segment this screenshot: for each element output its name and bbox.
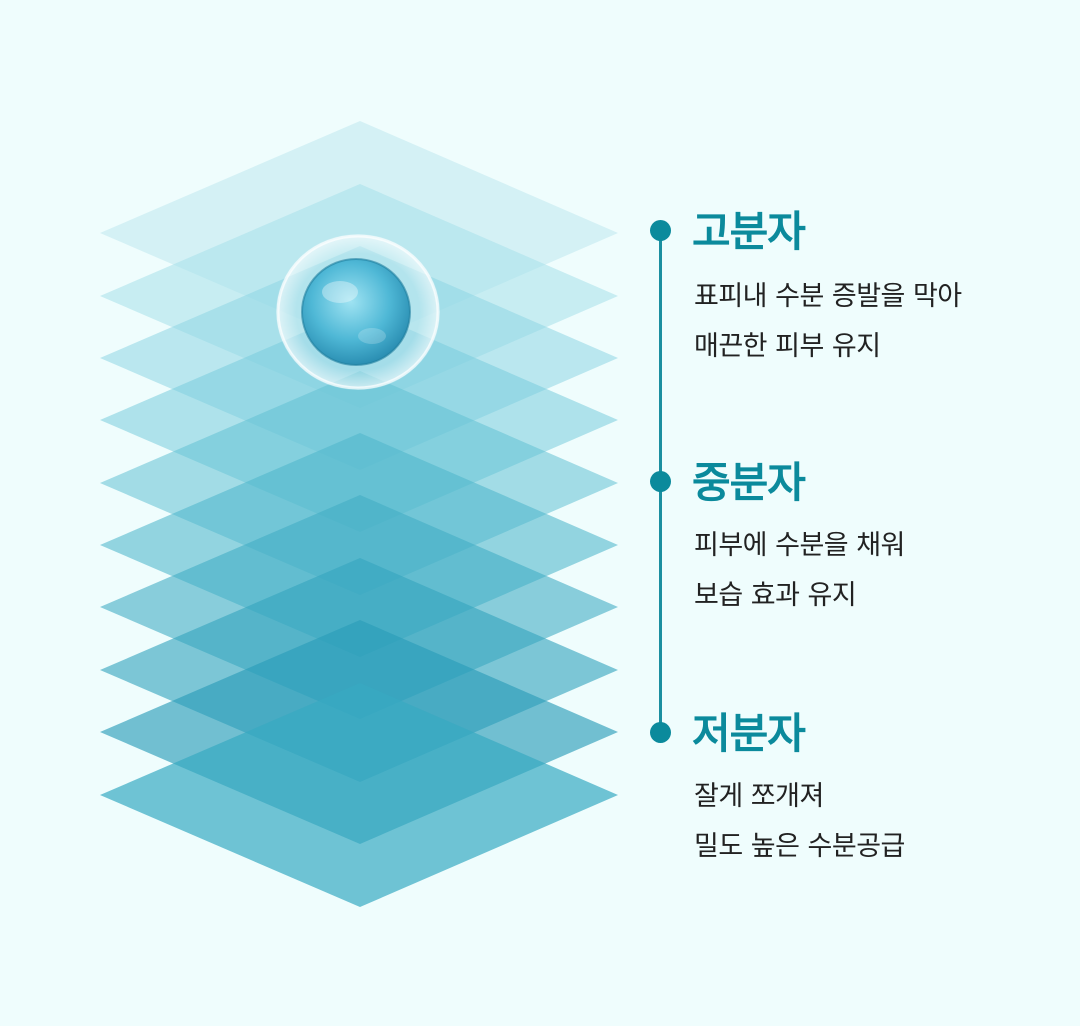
- timeline-dot-1: [650, 220, 671, 241]
- timeline-dot-3: [650, 722, 671, 743]
- molecule-bubble: [276, 234, 440, 390]
- medium-molecule-description: 피부에 수분을 채워 보습 효과 유지: [694, 521, 905, 621]
- layer-10: [100, 683, 618, 907]
- low-molecule-line-1: 잘게 쪼개져: [694, 781, 824, 812]
- low-molecule-title: 저분자: [692, 709, 806, 758]
- low-molecule-description: 잘게 쪼개져 밀도 높은 수분공급: [694, 772, 905, 872]
- high-molecule-description: 표피내 수분 증발을 막아 매끈한 피부 유지: [694, 272, 962, 372]
- medium-molecule-line-1: 피부에 수분을 채워: [694, 530, 905, 561]
- high-molecule-line-2: 매끈한 피부 유지: [694, 331, 881, 362]
- low-molecule-line-2: 밀도 높은 수분공급: [694, 831, 905, 862]
- medium-molecule-title: 중분자: [692, 458, 806, 507]
- medium-molecule-line-2: 보습 효과 유지: [694, 580, 857, 611]
- high-molecule-line-1: 표피내 수분 증발을 막아: [694, 281, 962, 312]
- timeline-dot-2: [650, 471, 671, 492]
- high-molecule-title: 고분자: [692, 207, 806, 256]
